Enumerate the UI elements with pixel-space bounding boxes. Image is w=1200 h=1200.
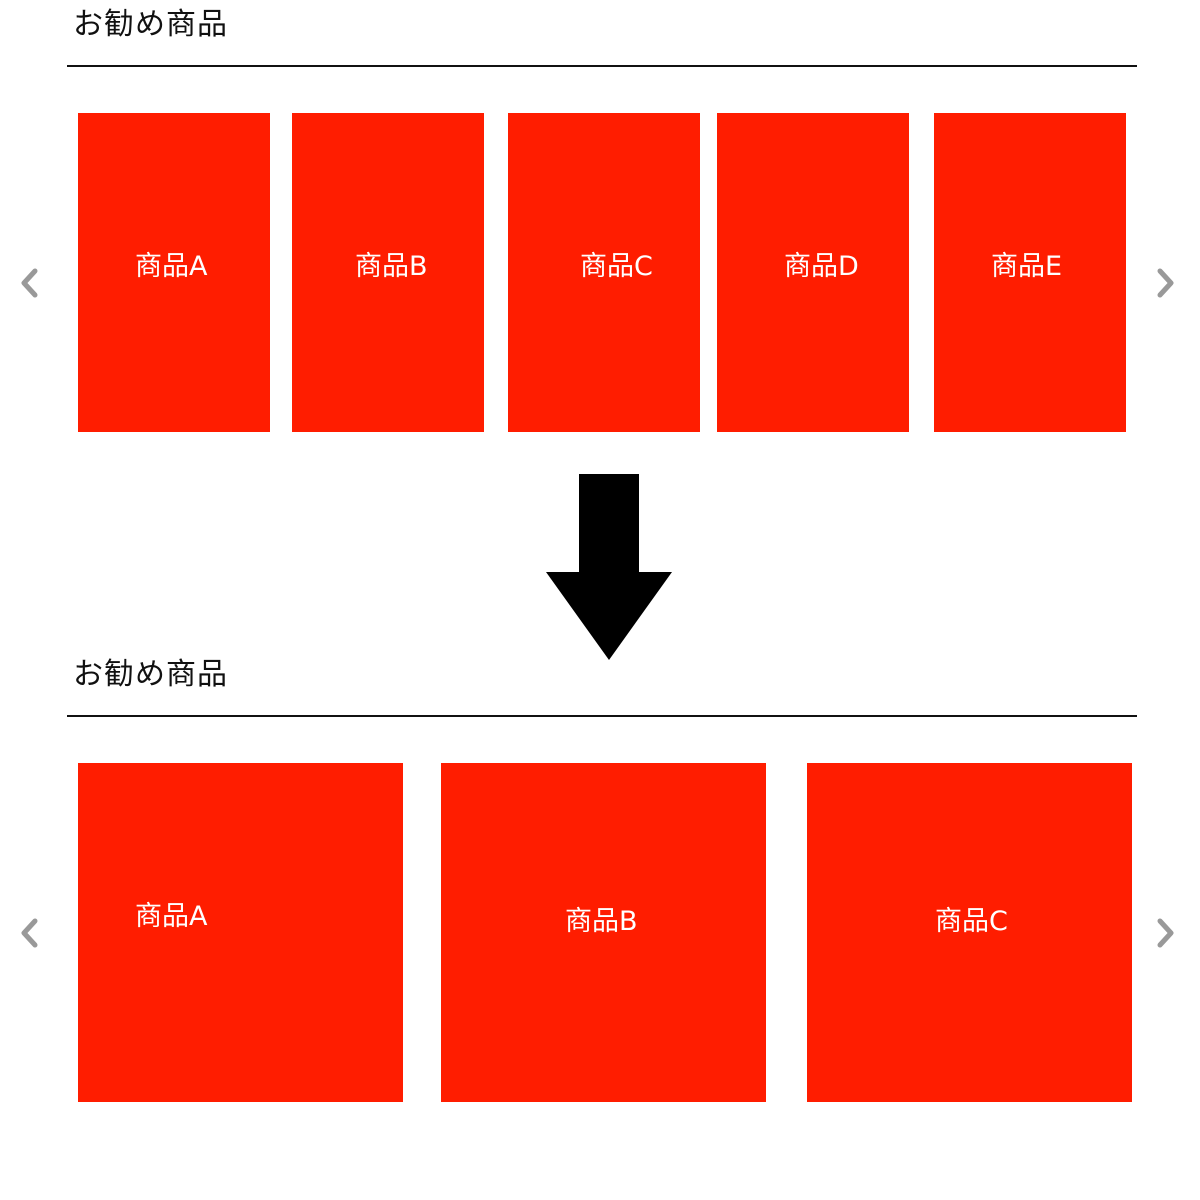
carousel-next-button[interactable] (1152, 916, 1178, 950)
product-card-d[interactable]: 商品D (717, 113, 909, 432)
product-label: 商品E (991, 251, 1063, 282)
chevron-left-icon (21, 918, 38, 948)
section-title: お勧め商品 (73, 657, 228, 692)
product-label: 商品D (784, 251, 859, 282)
product-card-e[interactable]: 商品E (934, 113, 1126, 432)
product-label: 商品A (135, 251, 208, 282)
product-label: 商品C (935, 906, 1008, 937)
product-card-a[interactable]: 商品A (78, 763, 403, 1102)
carousel-prev-button[interactable] (17, 266, 43, 300)
product-label: 商品C (580, 251, 653, 282)
product-label: 商品B (355, 251, 428, 282)
product-card-a[interactable]: 商品A (78, 113, 270, 432)
arrow-down-icon (546, 474, 672, 666)
chevron-left-icon (21, 268, 38, 298)
carousel-next-button[interactable] (1152, 266, 1178, 300)
product-card-b[interactable]: 商品B (292, 113, 484, 432)
product-label: 商品A (135, 901, 208, 932)
carousel-prev-button[interactable] (17, 916, 43, 950)
product-card-c[interactable]: 商品C (807, 763, 1132, 1102)
chevron-right-icon (1157, 268, 1174, 298)
product-card-c[interactable]: 商品C (508, 113, 700, 432)
chevron-right-icon (1157, 918, 1174, 948)
title-divider (67, 65, 1137, 67)
product-card-b[interactable]: 商品B (441, 763, 766, 1102)
section-title: お勧め商品 (73, 7, 228, 42)
product-label: 商品B (565, 906, 638, 937)
title-divider (67, 715, 1137, 717)
